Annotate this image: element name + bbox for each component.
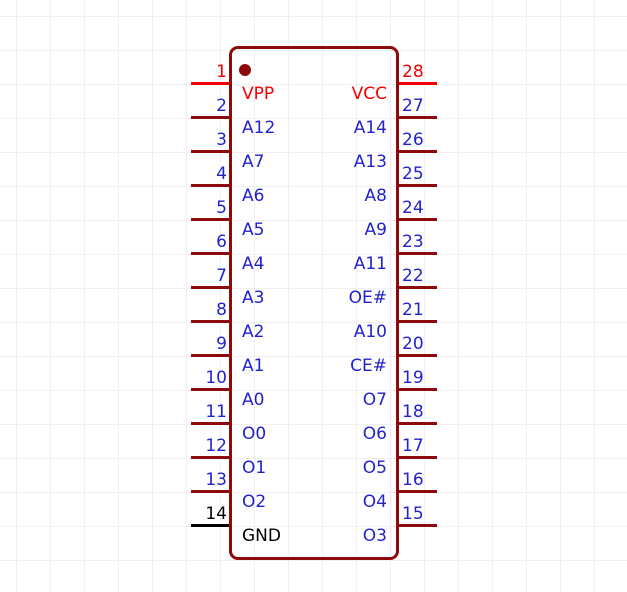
pin-26-number: 26: [402, 130, 424, 150]
pin-11-number: 11: [205, 402, 227, 422]
pin-1-name-label: VPP: [242, 84, 275, 104]
pin-7-name-label: A3: [242, 288, 265, 308]
pin-23-number: 23: [402, 232, 424, 252]
pin-7-line[interactable]: [191, 286, 229, 289]
ic-body[interactable]: [229, 46, 399, 560]
pin-4-line[interactable]: [191, 184, 229, 187]
pin-2-number: 2: [216, 96, 227, 116]
pin-6-line[interactable]: [191, 252, 229, 255]
pin-20-number: 20: [402, 334, 424, 354]
pin-22-name-label: OE#: [348, 288, 387, 308]
pin-13-line[interactable]: [191, 490, 229, 493]
pin-16-number: 16: [402, 470, 424, 490]
pin-9-name-label: A1: [242, 356, 265, 376]
pin-23-name-label: A11: [353, 254, 387, 274]
pin-11-line[interactable]: [191, 422, 229, 425]
pin-19-name-label: O7: [362, 390, 387, 410]
pin-10-line[interactable]: [191, 388, 229, 391]
pin-27-name-label: A14: [353, 118, 387, 138]
pin-25-line[interactable]: [399, 184, 437, 187]
pin-8-number: 8: [216, 300, 227, 320]
pin-26-line[interactable]: [399, 150, 437, 153]
pin-17-line[interactable]: [399, 456, 437, 459]
pin-8-line[interactable]: [191, 320, 229, 323]
pin-24-line[interactable]: [399, 218, 437, 221]
pin-27-line[interactable]: [399, 116, 437, 119]
pin-6-name-label: A4: [242, 254, 265, 274]
pin-21-number: 21: [402, 300, 424, 320]
pin-16-line[interactable]: [399, 490, 437, 493]
pin-24-name-label: A9: [364, 220, 387, 240]
pin-4-name-label: A6: [242, 186, 265, 206]
pin-13-number: 13: [205, 470, 227, 490]
pin-20-line[interactable]: [399, 354, 437, 357]
pin-20-name-label: CE#: [350, 356, 387, 376]
pin-3-name-label: A7: [242, 152, 265, 172]
pin-14-number: 14: [205, 504, 227, 524]
pin-15-number: 15: [402, 504, 424, 524]
pin-26-name-label: A13: [353, 152, 387, 172]
pin-4-number: 4: [216, 164, 227, 184]
pin-5-number: 5: [216, 198, 227, 218]
pin-18-name-label: O6: [362, 424, 387, 444]
pin-3-line[interactable]: [191, 150, 229, 153]
pin-18-number: 18: [402, 402, 424, 422]
pin-25-number: 25: [402, 164, 424, 184]
pin-24-number: 24: [402, 198, 424, 218]
pin-28-number: 28: [402, 62, 424, 82]
pin-9-number: 9: [216, 334, 227, 354]
pin-28-line[interactable]: [399, 82, 437, 85]
pin-18-line[interactable]: [399, 422, 437, 425]
pin-28-name-label: VCC: [351, 84, 387, 104]
pin-12-name-label: O1: [242, 458, 267, 478]
pin-19-line[interactable]: [399, 388, 437, 391]
pin-13-name-label: O2: [242, 492, 267, 512]
pin-3-number: 3: [216, 130, 227, 150]
pin-17-number: 17: [402, 436, 424, 456]
pin-21-name-label: A10: [353, 322, 387, 342]
pin-2-name-label: A12: [242, 118, 276, 138]
pin1-indicator-dot: [239, 64, 251, 76]
pin-23-line[interactable]: [399, 252, 437, 255]
pin-5-name-label: A5: [242, 220, 265, 240]
pin-17-name-label: O5: [362, 458, 387, 478]
pin-9-line[interactable]: [191, 354, 229, 357]
pin-2-line[interactable]: [191, 116, 229, 119]
pin-7-number: 7: [216, 266, 227, 286]
pin-8-name-label: A2: [242, 322, 265, 342]
pin-16-name-label: O4: [362, 492, 387, 512]
pin-25-name-label: A8: [364, 186, 387, 206]
pin-1-line[interactable]: [191, 82, 229, 85]
pin-11-name-label: O0: [242, 424, 267, 444]
pin-19-number: 19: [402, 368, 424, 388]
pin-14-line[interactable]: [191, 524, 229, 527]
pin-6-number: 6: [216, 232, 227, 252]
pin-10-number: 10: [205, 368, 227, 388]
pin-21-line[interactable]: [399, 320, 437, 323]
pin-1-number: 1: [216, 62, 227, 82]
pin-22-line[interactable]: [399, 286, 437, 289]
pin-27-number: 27: [402, 96, 424, 116]
pin-10-name-label: A0: [242, 390, 265, 410]
pin-22-number: 22: [402, 266, 424, 286]
pin-15-line[interactable]: [399, 524, 437, 527]
pin-12-number: 12: [205, 436, 227, 456]
pin-12-line[interactable]: [191, 456, 229, 459]
pin-15-name-label: O3: [362, 526, 387, 546]
pin-5-line[interactable]: [191, 218, 229, 221]
pin-14-name-label: GND: [242, 526, 281, 546]
